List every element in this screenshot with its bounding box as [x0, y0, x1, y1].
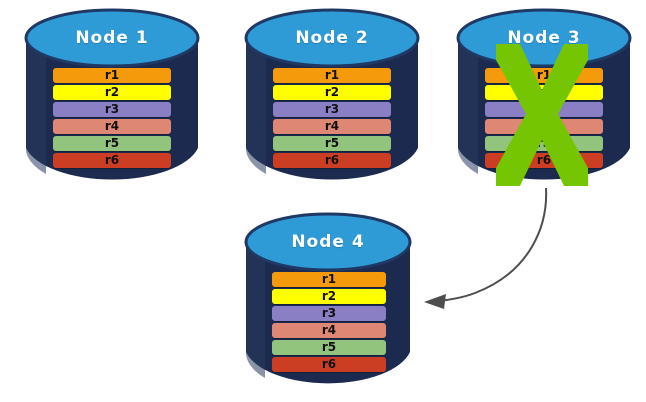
record-row[interactable]: r1 [53, 68, 171, 83]
record-row[interactable]: r4 [272, 323, 386, 338]
node-cylinder-node1[interactable]: Node 1 r1 r2 r3 r4 r5 r6 [24, 8, 200, 186]
record-row[interactable]: r5 [272, 340, 386, 355]
record-row[interactable]: r3 [272, 306, 386, 321]
record-row[interactable]: r4 [273, 119, 391, 134]
record-row[interactable]: r6 [272, 357, 386, 372]
record-list-node4: r1 r2 r3 r4 r5 r6 [272, 272, 386, 372]
record-row[interactable]: r3 [273, 102, 391, 117]
record-row[interactable]: r5 [273, 136, 391, 151]
record-row[interactable]: r2 [272, 289, 386, 304]
record-row[interactable]: r3 [53, 102, 171, 117]
record-row[interactable]: r2 [53, 85, 171, 100]
record-row[interactable]: r2 [273, 85, 391, 100]
record-row[interactable]: r4 [53, 119, 171, 134]
record-row[interactable]: r6 [273, 153, 391, 168]
record-row[interactable]: r5 [53, 136, 171, 151]
record-list-node2: r1 r2 r3 r4 r5 r6 [273, 68, 391, 168]
record-row[interactable]: r1 [273, 68, 391, 83]
record-row[interactable]: r6 [53, 153, 171, 168]
record-row[interactable]: r1 [272, 272, 386, 287]
failure-cross-icon [496, 44, 588, 186]
record-list-node1: r1 r2 r3 r4 r5 r6 [53, 68, 171, 168]
node-cylinder-node2[interactable]: Node 2 r1 r2 r3 r4 r5 r6 [244, 8, 420, 186]
node-cylinder-node4[interactable]: Node 4 r1 r2 r3 r4 r5 r6 [244, 212, 412, 390]
